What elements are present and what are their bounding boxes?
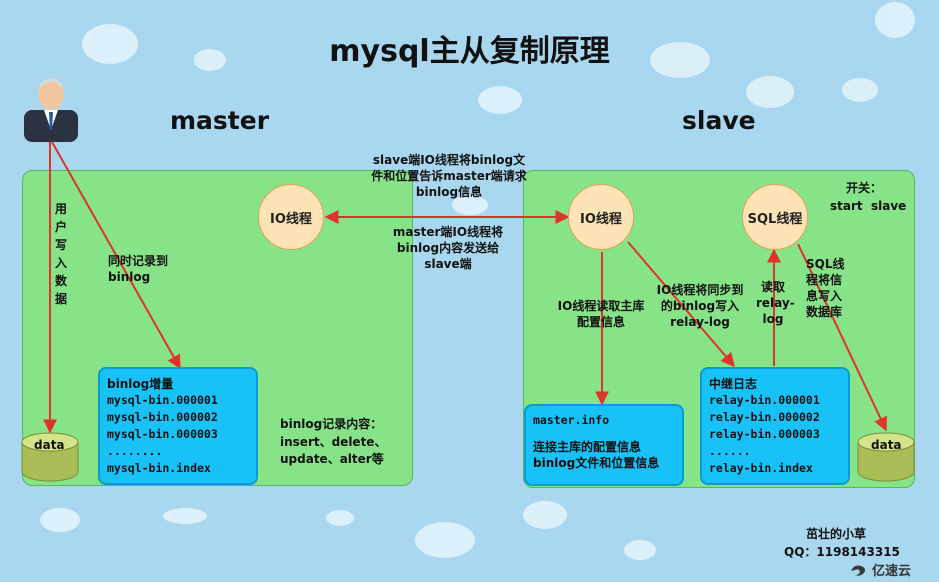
user-avatar-icon	[24, 78, 78, 142]
arrow-io-to-relay	[627, 241, 735, 368]
binlog-index: mysql-bin.index	[107, 461, 211, 475]
relay-ellipsis: ......	[709, 444, 751, 458]
relay-index: relay-bin.index	[709, 461, 813, 475]
arrow-user-to-binlog	[51, 141, 181, 370]
binlog-box: binlog增量 mysql-bin.000001 mysql-bin.0000…	[98, 367, 258, 485]
arrow-sql-to-data	[797, 243, 887, 432]
slave-database: data	[857, 432, 915, 484]
binlog-content-line-2: update、alter等	[280, 452, 384, 466]
master-info-line-2: binlog文件和位置信息	[533, 456, 660, 470]
sync-record-label: 同时记录到binlog	[108, 254, 169, 284]
master-send-label: master端IO线程将binlog内容发送给slave端	[392, 225, 504, 271]
switch-title: 开关：	[846, 181, 883, 195]
slave-request-label: slave端IO线程将binlog文件和位置告诉master端请求binlog信…	[371, 153, 527, 199]
binlog-content-title: binlog记录内容：	[280, 417, 383, 431]
write-relay-label: IO线程将同步到的binlog写入relay-log	[656, 283, 744, 329]
author-qq: QQ：1198143315	[784, 545, 900, 559]
sql-write-label: SQL线程将信息写入数据库	[806, 257, 845, 319]
slave-sql-thread: SQL线程	[742, 184, 808, 250]
master-label: master	[170, 106, 270, 135]
watermark-text: 亿速云	[872, 564, 912, 579]
relay-file-3: relay-bin.000003	[709, 427, 820, 441]
relay-file-2: relay-bin.000002	[709, 410, 820, 424]
master-database-label: data	[34, 438, 65, 452]
slave-label: slave	[682, 106, 756, 135]
user-write-label: 用户写入数据	[55, 202, 68, 306]
master-info-box: master.info 连接主库的配置信息 binlog文件和位置信息	[524, 404, 684, 486]
database-icon	[857, 432, 915, 482]
binlog-box-title: binlog增量	[107, 377, 174, 391]
slave-database-label: data	[871, 438, 902, 452]
database-icon	[21, 432, 79, 482]
binlog-ellipsis: ........	[107, 444, 163, 458]
master-info-line-1: 连接主库的配置信息	[533, 440, 642, 454]
slave-io-thread: IO线程	[568, 184, 634, 250]
binlog-file-3: mysql-bin.000003	[107, 427, 218, 441]
read-relay-label: 读取relay-log	[756, 280, 795, 326]
watermark-logo-icon	[851, 565, 865, 576]
switch-command: start slave	[830, 199, 907, 213]
watermark: 亿速云	[850, 560, 911, 579]
binlog-file-1: mysql-bin.000001	[107, 393, 218, 407]
master-database: data	[21, 432, 79, 484]
relay-file-1: relay-bin.000001	[709, 393, 820, 407]
binlog-file-2: mysql-bin.000002	[107, 410, 218, 424]
master-io-thread: IO线程	[258, 184, 324, 250]
diagram-title: mysql主从复制原理	[329, 34, 610, 69]
master-info-title: master.info	[533, 413, 610, 427]
read-master-info-label: IO线程读取主库配置信息	[557, 299, 645, 329]
author-name: 茁壮的小草	[806, 527, 867, 541]
relay-log-box: 中继日志 relay-bin.000001 relay-bin.000002 r…	[700, 367, 850, 485]
binlog-content-line-1: insert、delete、	[280, 435, 387, 449]
relay-box-title: 中继日志	[709, 377, 758, 391]
